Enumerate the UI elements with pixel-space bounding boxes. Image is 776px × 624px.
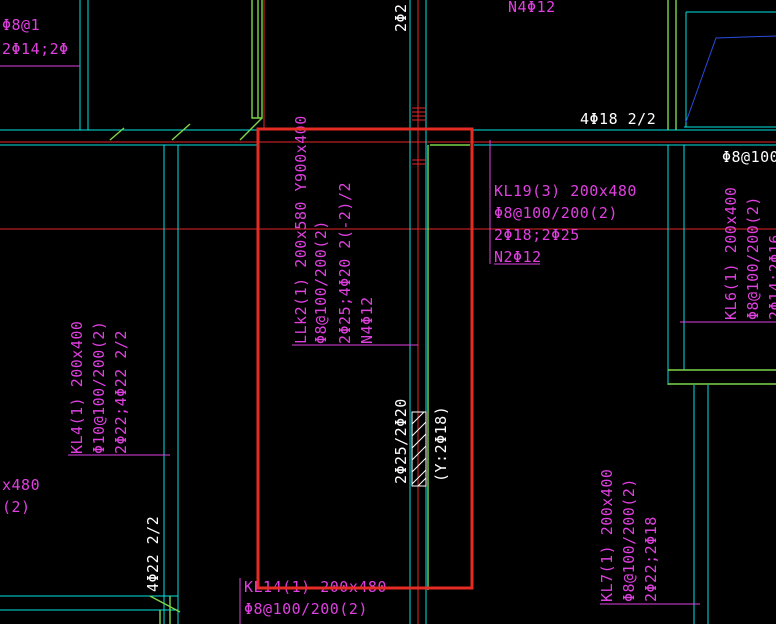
kl19-title: KL19(3) 200x480 [494,182,637,200]
llk2-title: LLk2(1) 200x580 Y900x400 [292,115,310,344]
llk2-stirrup: Φ8@100/200(2) [312,220,330,344]
mid-bars: 2Φ25/2Φ20 [392,398,410,484]
kl4-bars: 2Φ22;4Φ22 2/2 [112,330,130,454]
llk2-torsion: N4Φ12 [358,296,376,344]
hatch-block [411,411,427,487]
rebar-ticks [412,107,426,165]
label-top-d: N4Φ12 [508,0,556,16]
label-top-e: 4Φ18 2/2 [580,110,656,128]
kl7-bars: 2Φ22;2Φ18 [642,516,660,602]
mid-haunch: (Y:2Φ18) [432,406,450,482]
column-outlines [109,0,776,624]
label-top-b: 2Φ14;2Φ [2,40,69,58]
left-mid-a: x480 [2,476,40,494]
label-top-a: Φ8@1 [2,16,40,34]
leader-lines [0,65,776,624]
kl4-title: KL4(1) 200x400 [68,321,86,454]
kl7-stirrup: Φ8@100/200(2) [620,478,638,602]
left-mid-b: (2) [2,498,31,516]
kl19-bars: 2Φ18;2Φ25 [494,226,580,244]
label-right-top: Φ8@100 [722,148,776,166]
left-low: 4Φ22 2/2 [144,516,162,592]
kl7-title: KL7(1) 200x400 [598,469,616,602]
llk2-bars: 2Φ25;4Φ20 2(-2)/2 [336,182,354,344]
kl6-title: KL6(1) 200x400 [722,187,740,320]
selection-box [256,127,474,590]
slab-edge-line [685,35,776,123]
kl6-bars: 2Φ14;2Φ16 [766,234,776,320]
kl4-stirrup: Φ10@100/200(2) [90,321,108,454]
label-top-c: 2Φ2 [392,3,410,32]
kl19-torsion: N2Φ12 [494,248,542,266]
kl14-stirrup: Φ8@100/200(2) [244,600,368,618]
kl6-stirrup: Φ8@100/200(2) [744,196,762,320]
kl19-stirrup: Φ8@100/200(2) [494,204,618,222]
